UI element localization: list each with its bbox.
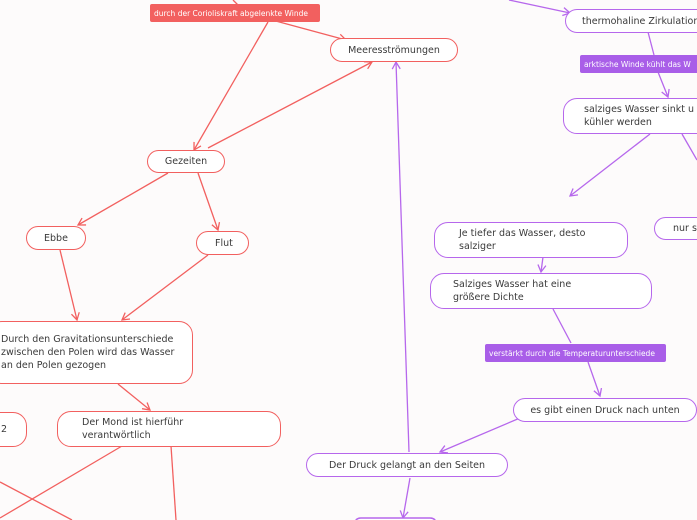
node-druck-seiten[interactable]: Der Druck gelangt an den Seiten — [306, 453, 508, 477]
connector-coriolis-meeresstroemungen — [271, 19, 348, 43]
connector-druckunten-druckseiten — [438, 417, 521, 454]
connector-thermohaline-tag — [647, 31, 655, 56]
connector-druckseiten-meeresstroemungen — [391, 60, 410, 453]
connector-salziges-jetiefer — [568, 133, 651, 197]
tag-temperatur[interactable]: verstärkt durch die Temperaturunterschie… — [485, 344, 666, 362]
connector-tag-salziges — [657, 71, 670, 99]
connector-salziges-right — [681, 133, 697, 161]
connector-dichte-tag — [552, 308, 572, 344]
node-mond[interactable]: Der Mond ist hierführ verantwörtlich — [57, 411, 281, 447]
connector-ebbe-gravitation — [59, 249, 80, 322]
node-nur-s[interactable]: nur s — [654, 217, 697, 240]
connector-mond-down — [170, 445, 177, 520]
node-meeresstroemungen[interactable]: Meeresströmungen — [330, 38, 458, 62]
connector-coriolis-gezeiten — [193, 21, 269, 152]
node-gravitation[interactable]: Durch den Gravitationsunterschiede zwisc… — [0, 321, 193, 384]
connector-tag-druck — [587, 361, 603, 398]
connector-gezeiten-ebbe — [76, 172, 169, 226]
node-druck-unten[interactable]: es gibt einen Druck nach unten — [513, 398, 697, 422]
connector-gravitation-mond — [117, 383, 152, 411]
tag-arktische[interactable]: arktische Winde kühlt das W — [580, 55, 697, 73]
node-je-tiefer[interactable]: Je tiefer das Wasser, desto salziger — [434, 222, 628, 258]
node-gezeiten[interactable]: Gezeiten — [147, 150, 225, 173]
connector-gezeiten-flut — [197, 172, 221, 232]
connector-jetiefer-dichte — [537, 256, 547, 274]
node-flut[interactable]: Flut — [196, 231, 249, 255]
connector-top-thermohaline — [508, 0, 572, 17]
node-left-partial[interactable]: 2 — [0, 412, 27, 447]
node-salziges-sinkt[interactable]: salziges Wasser sinkt u kühler werden — [563, 98, 697, 134]
connector-left-cross — [0, 481, 73, 520]
tag-coriolis[interactable]: durch der Corioliskraft abgelenkte Winde — [150, 4, 320, 22]
connector-druckseiten-down — [399, 477, 411, 520]
connector-flut-gravitation — [120, 254, 209, 321]
connector-mond-down-left — [0, 445, 123, 519]
node-thermohaline[interactable]: thermohaline Zirkulation — [565, 9, 697, 33]
node-ebbe[interactable]: Ebbe — [26, 226, 86, 250]
connector-gezeiten-meeresstroemungen — [207, 61, 374, 149]
node-dichte[interactable]: Salziges Wasser hat eine größere Dichte — [430, 273, 652, 309]
